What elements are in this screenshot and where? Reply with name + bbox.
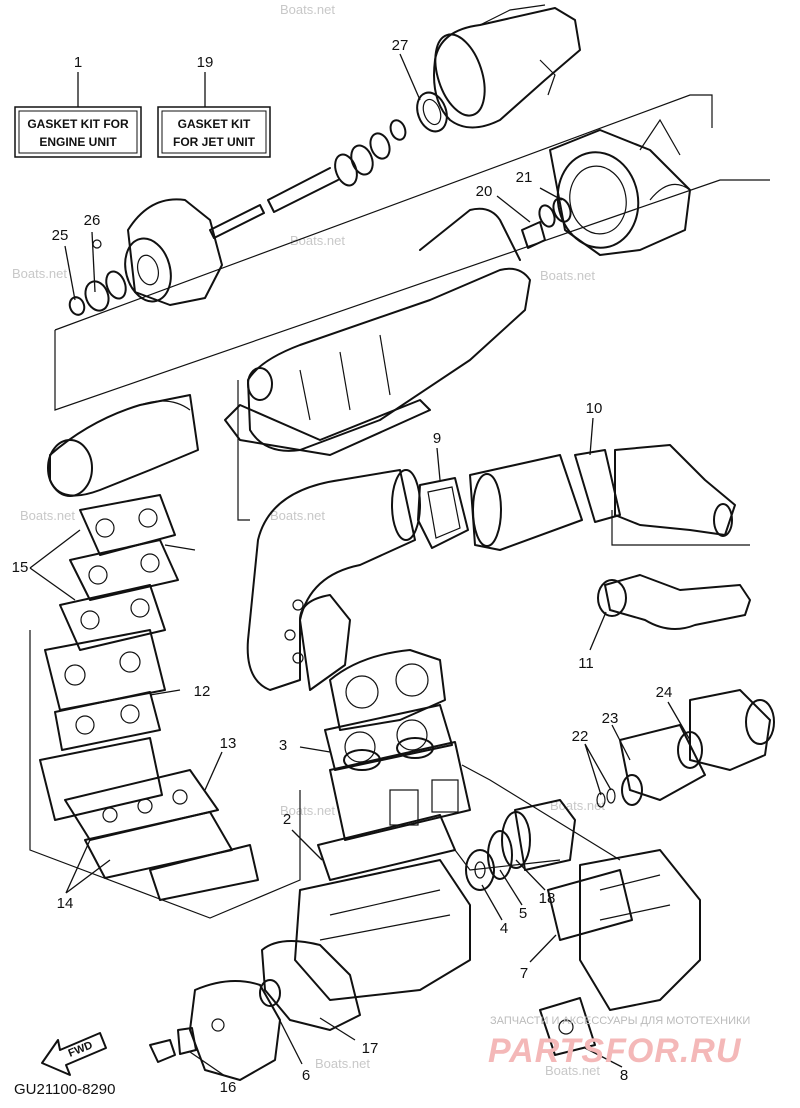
callout-5[interactable]: 5 [519,905,527,922]
cylinder-block [294,649,621,1001]
callout-2[interactable]: 2 [283,811,291,828]
callout-4[interactable]: 4 [500,920,508,937]
callout-25[interactable]: 25 [52,227,69,244]
kit-jet-unit[interactable]: GASKET KIT FOR JET UNIT [157,72,271,158]
left-manifold [29,394,301,919]
watermark: Boats.net [280,803,335,818]
callout-23[interactable]: 23 [602,710,619,727]
callout-24[interactable]: 24 [656,684,673,701]
callout-18[interactable]: 18 [539,890,556,907]
watermark: Boats.net [290,233,345,248]
callout-11[interactable]: 11 [578,655,594,672]
kit-label-line2: FOR JET UNIT [173,135,256,149]
callout-3[interactable]: 3 [279,737,287,754]
watermark: Boats.net [540,268,595,283]
callout-21[interactable]: 21 [516,169,533,186]
exhaust-system [246,444,751,691]
callout-16[interactable]: 16 [220,1079,237,1096]
callout-13[interactable]: 13 [220,735,237,752]
brand-name: PARTSFOR.RU [488,1032,742,1070]
kit-label-line1: GASKET KIT [178,117,251,131]
callout-17[interactable]: 17 [362,1040,379,1057]
watermark: Boats.net [280,2,335,17]
callout-7[interactable]: 7 [520,965,528,982]
callout-6[interactable]: 6 [302,1067,310,1084]
callout-14[interactable]: 14 [57,895,74,912]
watermark: Boats.net [20,508,75,523]
intake-duct [224,207,531,521]
fwd-label: FWD [67,1039,95,1060]
callout-12[interactable]: 12 [194,683,211,700]
magneto-cover [149,940,361,1081]
callout-8[interactable]: 8 [620,1067,628,1084]
watermark: Boats.net [545,1063,600,1078]
callout-15[interactable]: 15 [12,559,29,576]
watermarks: Boats.net Boats.net Boats.net Boats.net … [12,2,605,1078]
callout-22[interactable]: 22 [572,728,589,745]
callout-9[interactable]: 9 [433,430,441,447]
right-assembly [465,689,775,1056]
forward-arrow-icon: FWD [41,1032,107,1076]
watermark: Boats.net [315,1056,370,1071]
watermark: Boats.net [270,508,325,523]
diagram-code: GU21100-8290 [14,1081,115,1098]
callout-10[interactable]: 10 [586,400,603,417]
callout-20[interactable]: 20 [476,183,493,200]
watermark: Boats.net [550,798,605,813]
kit-label-line1: GASKET KIT FOR [27,117,129,131]
callout-1[interactable]: 1 [74,54,82,71]
brand-tagline: ЗАПЧАСТИ И АКСЕССУАРЫ ДЛЯ МОТОТЕХНИКИ [490,1015,750,1027]
callout-numbers: 1 19 27 26 25 20 21 10 9 15 11 12 24 23 … [12,37,673,1096]
jet-unit-group [54,4,770,411]
brand-watermark: ЗАПЧАСТИ И АКСЕССУАРЫ ДЛЯ МОТОТЕХНИКИ PA… [488,1015,750,1070]
callout-19[interactable]: 19 [197,54,214,71]
callout-27[interactable]: 27 [392,37,409,54]
kit-label-line2: ENGINE UNIT [39,135,117,149]
callout-26[interactable]: 26 [84,212,101,229]
kit-engine-unit[interactable]: GASKET KIT FOR ENGINE UNIT [14,72,142,158]
watermark: Boats.net [12,266,67,281]
leader-lines [29,53,691,1077]
